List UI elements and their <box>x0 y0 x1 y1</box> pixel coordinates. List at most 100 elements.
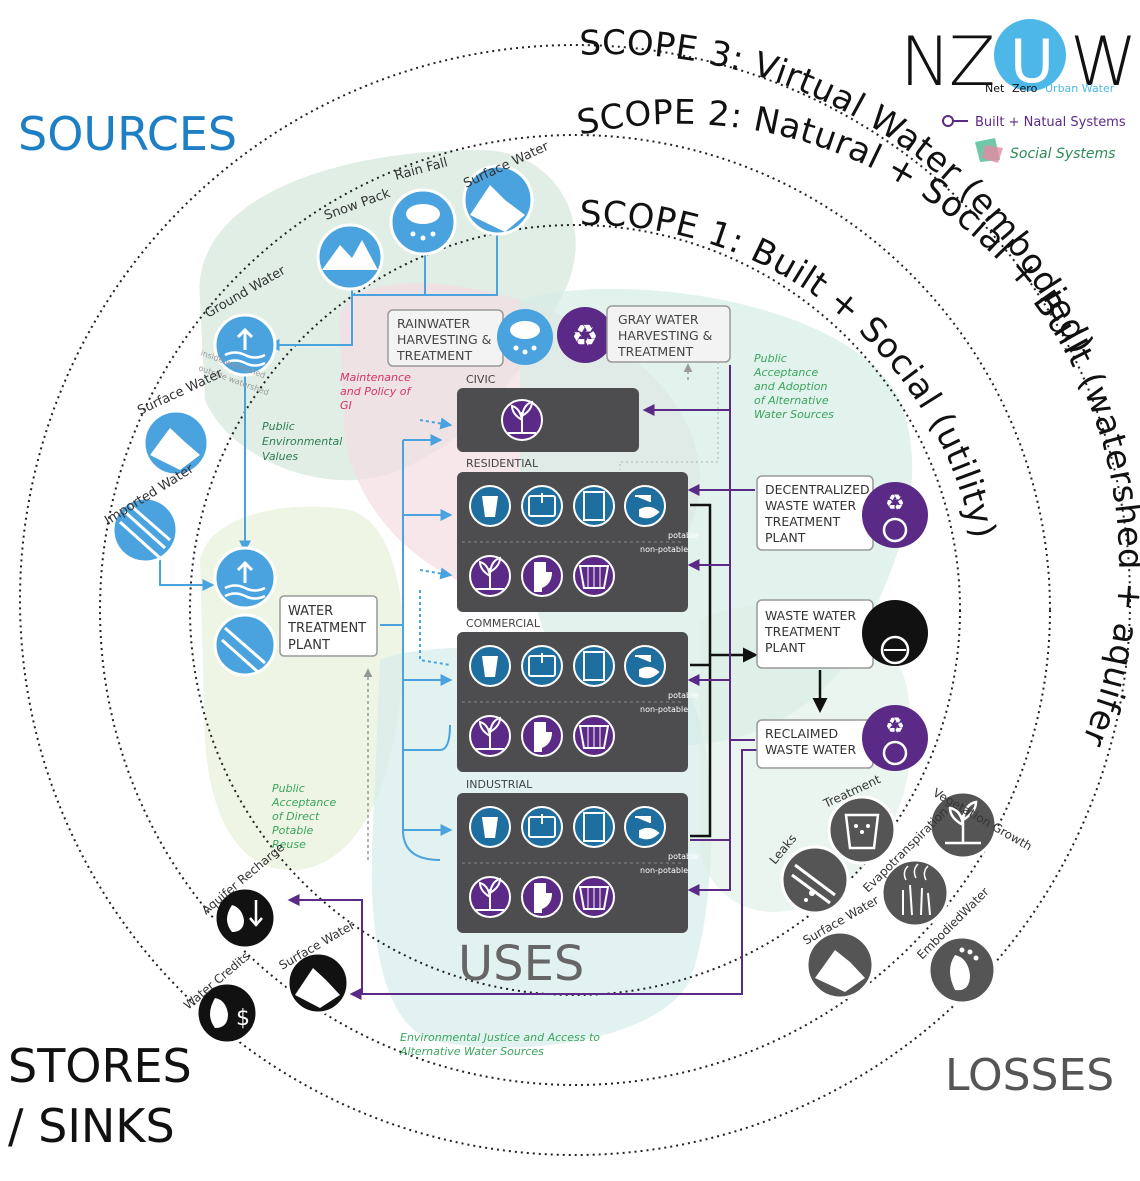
scope3-circle <box>19 44 1131 1156</box>
civic-panel <box>457 388 639 452</box>
toilet-icon <box>521 876 563 918</box>
svg-text:WASTE WATER: WASTE WATER <box>765 608 856 623</box>
svg-text:WASTE WATER: WASTE WATER <box>765 498 856 513</box>
svg-text:TREATMENT: TREATMENT <box>617 344 693 359</box>
plant-icon <box>469 555 511 597</box>
svg-text:and Adoption: and Adoption <box>754 380 828 393</box>
logo-net: Net <box>985 82 1005 95</box>
rainwater-icon <box>497 309 553 365</box>
water-credits-icon: $ Water Credits <box>181 949 259 1045</box>
losses-icons: Treatment Vegetation Growth Leaks Evapot… <box>767 772 1034 1005</box>
svg-text:Values: Values <box>262 450 298 463</box>
svg-text:potable: potable <box>668 531 698 540</box>
scope-circles <box>19 44 1131 1156</box>
svg-text:RAINWATER: RAINWATER <box>397 316 471 331</box>
reclaimed-recycle-icon: ♻ <box>862 705 928 771</box>
svg-text:potable: potable <box>668 852 698 861</box>
toilet-icon <box>521 555 563 597</box>
svg-text:DECENTRALIZED: DECENTRALIZED <box>765 482 870 497</box>
logo-urban: Urban Water <box>1045 82 1115 95</box>
svg-text:HARVESTING &: HARVESTING & <box>618 328 713 343</box>
svg-text:Environmental: Environmental <box>262 435 342 448</box>
svg-text:Potable: Potable <box>272 824 313 837</box>
laundry-icon <box>573 876 615 918</box>
legend-built: Built + Natual Systems <box>975 115 1126 130</box>
sink-icon <box>521 806 563 848</box>
water-treatment-plant-box: WATER TREATMENT PLANT <box>279 595 378 657</box>
cup-icon <box>469 485 511 527</box>
svg-text:♻: ♻ <box>885 491 905 516</box>
svg-text:Acceptance: Acceptance <box>753 366 818 379</box>
source-pipes <box>159 225 498 861</box>
gray-water-box: GRAY WATER HARVESTING & TREATMENT <box>606 305 731 363</box>
outflow-lines <box>690 503 828 838</box>
stores-icons: Aquifer Recharge Surface Water $ Water C… <box>181 840 357 1045</box>
svg-text:of Alternative: of Alternative <box>754 394 829 407</box>
legend: Built + Natual Systems Social Systems <box>942 115 1126 163</box>
svg-text:non-potable: non-potable <box>640 545 688 554</box>
svg-text:TREATMENT: TREATMENT <box>764 514 840 529</box>
cup-icon <box>469 645 511 687</box>
shower-icon <box>573 806 615 848</box>
svg-text:Acceptance: Acceptance <box>271 796 336 809</box>
surface-water-left-icon: Surface Water <box>135 366 226 477</box>
logo-w: W <box>1070 23 1137 102</box>
toilet-icon <box>521 715 563 757</box>
logo-u-circle <box>994 19 1066 91</box>
imported-water-icon: Imported Water <box>102 461 197 564</box>
logo-u: U <box>1010 27 1054 97</box>
scope1-circle <box>189 224 961 996</box>
handwash-icon <box>624 806 666 848</box>
svg-text:GI: GI <box>340 399 352 412</box>
svg-text:non-potable: non-potable <box>640 866 688 875</box>
plant-icon <box>469 876 511 918</box>
svg-text:♻: ♻ <box>885 714 905 739</box>
svg-text:non-potable: non-potable <box>640 705 688 714</box>
stores-heading-1: STORES <box>8 1039 192 1093</box>
logo-nz: NZ <box>900 23 993 102</box>
losses-heading: LOSSES <box>945 1050 1114 1101</box>
decentralized-recycle-icon: ♻ <box>862 482 928 548</box>
svg-text:PLANT: PLANT <box>765 530 806 545</box>
vegetation-loss-icon: Vegetation Growth <box>928 785 1034 860</box>
commercial-sector: COMMERCIAL potable non-potable <box>457 617 698 772</box>
svg-text:Environmental Justice and Acce: Environmental Justice and Access to <box>400 1031 600 1044</box>
civic-plant-icon <box>501 399 543 441</box>
svg-text:PLANT: PLANT <box>288 638 330 653</box>
rainwater-box: RAINWATER HARVESTING & TREATMENT <box>387 309 504 367</box>
reclaimed-box: RECLAIMED WASTE WATER <box>756 719 874 769</box>
svg-text:Alternative Water Sources: Alternative Water Sources <box>399 1045 544 1058</box>
rain-fall-icon: Rain Fall <box>389 155 457 256</box>
social-notes: Maintenance and Policy of GI Public Envi… <box>262 352 834 1058</box>
recycle-icon: ♻ <box>557 307 613 363</box>
uses-block: CIVIC RESIDENTIAL potable non-potable CO… <box>457 373 698 933</box>
return-lines <box>287 365 757 1000</box>
cup-icon <box>469 806 511 848</box>
laundry-icon <box>573 555 615 597</box>
commercial-label: COMMERCIAL <box>466 617 541 630</box>
wastewater-box: WASTE WATER TREATMENT PLANT <box>756 599 874 669</box>
logo-zero: Zero <box>1012 82 1038 95</box>
svg-text:potable: potable <box>668 691 698 700</box>
svg-text:$: $ <box>236 1006 250 1031</box>
residential-label: RESIDENTIAL <box>466 457 539 470</box>
svg-text:Public: Public <box>262 420 295 433</box>
scope2-circle <box>99 134 1051 1086</box>
residential-sector: RESIDENTIAL potable non-potable <box>457 457 698 612</box>
svg-text:PLANT: PLANT <box>765 640 806 655</box>
svg-text:GRAY WATER: GRAY WATER <box>618 312 699 327</box>
sink-icon <box>521 485 563 527</box>
surface-water-sink-icon: Surface Water <box>277 918 357 1015</box>
svg-text:Public: Public <box>754 352 787 365</box>
shower-icon <box>573 645 615 687</box>
handwash-icon <box>624 485 666 527</box>
svg-text:Water Sources: Water Sources <box>754 408 834 421</box>
civic-label: CIVIC <box>466 373 496 386</box>
shower-icon <box>573 485 615 527</box>
legend-social: Social Systems <box>1010 146 1115 162</box>
industrial-label: INDUSTRIAL <box>466 778 533 791</box>
svg-text:♻: ♻ <box>572 319 599 354</box>
stores-heading-2: / SINKS <box>8 1099 175 1153</box>
sources-heading: SOURCES <box>18 107 237 161</box>
